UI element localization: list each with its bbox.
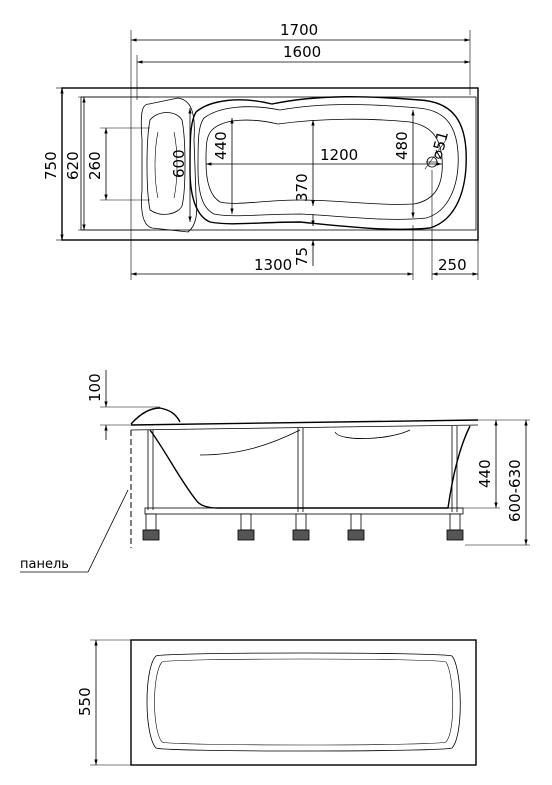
side-frame-legs — [147, 426, 458, 512]
dim-drain-from-head: 1300 — [254, 256, 292, 274]
headrest-cushion — [146, 112, 186, 215]
top-view: 1700 1600 750 620 260 600 440 1200 370 — [42, 21, 479, 280]
dim-bowl-width-mid: 370 — [293, 173, 311, 202]
panel-label: панель — [20, 557, 69, 572]
front-outer-rect — [130, 639, 477, 766]
dim-lip-height: 100 — [86, 373, 104, 402]
dim-headrest-width: 260 — [86, 151, 104, 180]
dim-end-width: 600 — [170, 149, 188, 178]
top-view-inner-rim — [80, 96, 477, 231]
dim-offset-small: 75 — [293, 247, 311, 266]
dim-bowl-width-head: 440 — [212, 131, 230, 160]
side-feet — [142, 513, 464, 541]
bowl-outer-contour — [189, 96, 467, 231]
headrest-outline — [140, 97, 198, 233]
dim-width-overall: 750 — [42, 151, 60, 180]
side-headrest — [130, 407, 181, 425]
dim-length-overall: 1700 — [280, 21, 318, 39]
dim-front-height: 550 — [76, 687, 94, 716]
dim-width-inner: 620 — [64, 151, 82, 180]
side-view: панель 100 440 600-630 — [20, 370, 530, 573]
dim-drain-from-foot: 250 — [438, 256, 467, 274]
bowl-middle-contour — [197, 104, 459, 220]
side-frame-rail — [144, 507, 464, 515]
dim-total-height: 600-630 — [506, 459, 524, 522]
side-tub-body — [149, 425, 471, 509]
dim-depth: 440 — [476, 459, 494, 488]
front-view: 550 — [76, 639, 477, 766]
dim-bowl-length: 1200 — [320, 146, 358, 164]
dim-drain-diameter: ⌀51 — [427, 129, 452, 161]
dim-bowl-width-foot: 480 — [393, 131, 411, 160]
front-inner-panel — [146, 652, 461, 752]
dim-length-inner: 1600 — [283, 43, 321, 61]
